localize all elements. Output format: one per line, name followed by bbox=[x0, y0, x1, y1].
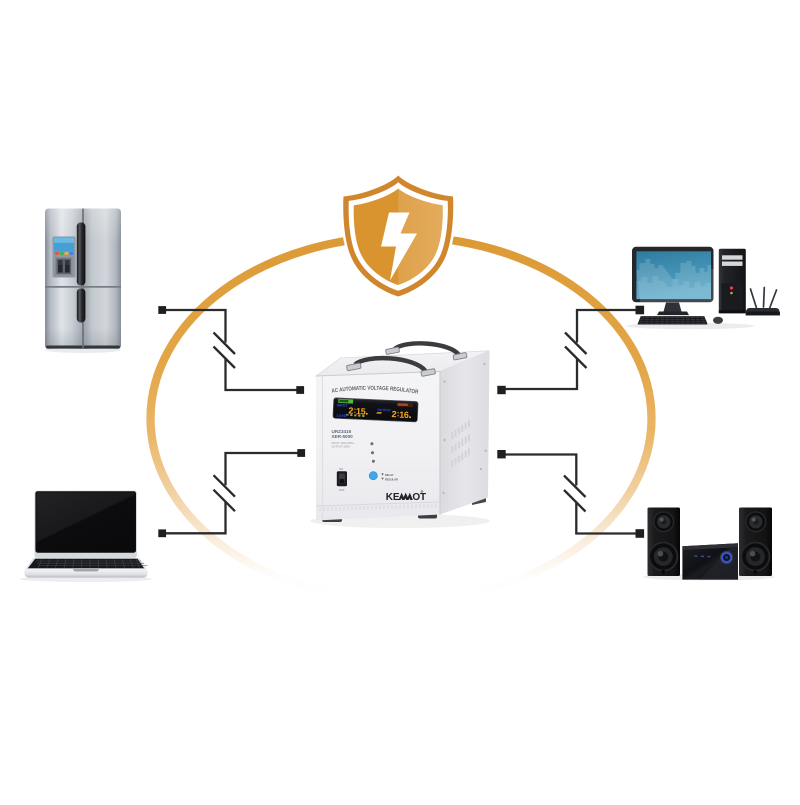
svg-text:15: 15 bbox=[356, 406, 366, 416]
svg-text:REGULAR: REGULAR bbox=[385, 477, 398, 481]
svg-text:®: ® bbox=[421, 490, 424, 494]
svg-text:INPUT: 140V-260V~: INPUT: 140V-260V~ bbox=[332, 441, 356, 445]
svg-text:2: 2 bbox=[391, 409, 396, 419]
svg-text:OUTPUT: 220V~: OUTPUT: 220V~ bbox=[332, 445, 352, 449]
svg-text:OUTPUT: OUTPUT bbox=[377, 408, 391, 413]
svg-text:SER-5000: SER-5000 bbox=[332, 434, 354, 439]
svg-text:ON: ON bbox=[339, 467, 343, 471]
svg-text:DELAY: DELAY bbox=[385, 473, 394, 477]
svg-text:2: 2 bbox=[348, 406, 353, 416]
svg-text:OFF: OFF bbox=[339, 488, 345, 492]
svg-text:KE: KE bbox=[386, 492, 400, 503]
svg-text:AC AUTOMATIC VOLTAGE REGULATOR: AC AUTOMATIC VOLTAGE REGULATOR bbox=[331, 386, 418, 396]
svg-text:16: 16 bbox=[399, 410, 409, 420]
svg-text:OT: OT bbox=[412, 492, 426, 503]
svg-text:URZ3416: URZ3416 bbox=[332, 429, 352, 434]
svg-text:INPUT: INPUT bbox=[337, 403, 349, 408]
svg-text:LOAD: LOAD bbox=[336, 414, 347, 418]
